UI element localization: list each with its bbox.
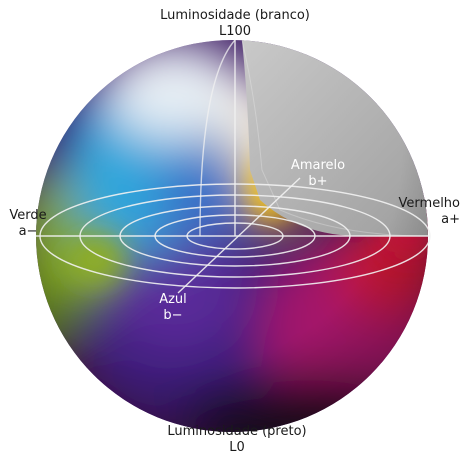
label-luminosity-white: Luminosidade (branco) L100	[130, 8, 340, 40]
lab-grid	[36, 39, 431, 294]
label-green: Verde a−	[4, 208, 52, 240]
label-blue: Azul b−	[148, 292, 198, 324]
label-green-title: Verde	[9, 208, 47, 223]
label-luminosity-white-value: L100	[218, 24, 252, 39]
label-yellow-value: b+	[308, 174, 328, 189]
label-red: Vermelho a+	[392, 196, 460, 228]
label-luminosity-black-title: Luminosidade (preto)	[167, 424, 307, 439]
label-blue-title: Azul	[159, 292, 187, 307]
label-blue-value: b−	[163, 308, 183, 323]
label-luminosity-black-value: L0	[229, 440, 245, 455]
label-luminosity-white-title: Luminosidade (branco)	[160, 8, 310, 23]
label-green-value: a−	[18, 224, 38, 239]
label-red-title: Vermelho	[398, 196, 460, 211]
label-red-value: a+	[441, 212, 460, 227]
label-yellow-title: Amarelo	[290, 158, 346, 173]
label-luminosity-black: Luminosidade (preto) L0	[132, 424, 342, 456]
label-yellow: Amarelo b+	[282, 158, 354, 190]
